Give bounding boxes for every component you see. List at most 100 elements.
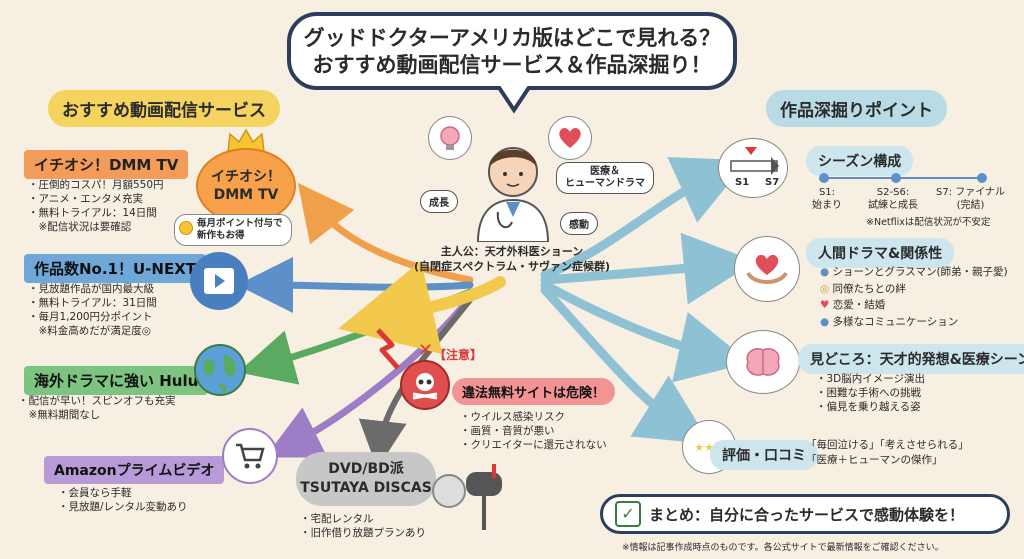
amazon-bullet: ・会員なら手軽 xyxy=(58,487,132,499)
dvd-bullet: ・宅配レンタル xyxy=(300,513,374,525)
dvd-bullets: ・宅配レンタル ・旧作借り放題プランあり xyxy=(300,512,426,540)
group-icon: ● xyxy=(820,315,830,328)
review-quotes: 「毎回泣ける」「考えさせられる」 「医療＋ヒューマンの傑作」 xyxy=(806,438,969,468)
dmm-bullets: ・圧倒的コスパ！月額550円 ・アニメ・エンタメ充実 ・無料トライアル：14日間… xyxy=(28,178,164,234)
globe-icon xyxy=(194,344,246,396)
drama-item-text: 恋愛・結婚 xyxy=(832,299,886,311)
center-caption-line-1: 主人公：天才外科医ショーン xyxy=(440,245,584,258)
dmm-badge-line-2: DMM TV xyxy=(213,187,279,203)
season-s7-line-1: S7: ファイナル xyxy=(936,187,1006,198)
person-icon: ● xyxy=(820,266,830,278)
hands-heart-icon xyxy=(734,236,800,302)
season-heading: シーズン構成 xyxy=(806,146,914,176)
tag-medical-line-1: 医療＆ xyxy=(590,166,620,177)
unext-bullet: ・無料トライアル：31日間 xyxy=(28,297,157,309)
dmm-bullet: ・無料トライアル：14日間 xyxy=(28,207,157,219)
center-caption: 主人公：天才外科医ショーン (自閉症スペクトラム・サヴァン症候群) xyxy=(400,244,624,274)
warning-bolt xyxy=(376,328,400,370)
highlight-bullet: ・3D脳内イメージ演出 xyxy=(816,373,926,385)
dmm-note-line-2: 新作もお得 xyxy=(197,230,245,241)
title-line-1: グッドドクターアメリカ版はどこで見れる？ xyxy=(303,26,721,50)
summary-text: まとめ：自分に合ったサービスで感動体験を！ xyxy=(649,505,965,524)
review-quote-line-2: 「医療＋ヒューマンの傑作」 xyxy=(806,454,943,466)
center-caption-line-2: (自閉症スペクトラム・サヴァン症候群) xyxy=(414,260,610,273)
right-section-heading: 作品深掘りポイント xyxy=(766,90,947,127)
dvd-card-line-2: TSUTAYA DISCAS xyxy=(300,480,432,496)
tag-emotion: 感動 xyxy=(560,212,598,235)
drama-item: ◎ 同僚たちとの絆 xyxy=(820,281,1008,298)
heart-small-icon: ♥ xyxy=(820,299,830,311)
coin-icon xyxy=(179,221,193,235)
title-bubble: グッドドクターアメリカ版はどこで見れる？ おすすめ動画配信サービス＆作品深掘り！ xyxy=(287,12,737,90)
drama-item-text: 多様なコミュニケーション xyxy=(832,315,959,328)
season-s7: S7: ファイナル (完結) xyxy=(936,186,1005,212)
title-line-2: おすすめ動画配信サービス＆作品深掘り！ xyxy=(312,53,712,77)
cart-icon xyxy=(222,428,278,484)
drama-item-text: 同僚たちとの絆 xyxy=(832,282,906,295)
dmm-badge-line-1: イチオシ！ xyxy=(211,169,281,185)
warning-bullet: ・クリエイターに還元されない xyxy=(460,439,607,451)
drama-item: ● 多様なコミュニケーション xyxy=(820,314,1008,331)
mailbox-icon xyxy=(466,464,502,530)
tag-medical-drama: 医療＆ ヒューマンドラマ xyxy=(556,162,654,194)
arrow-to-unext xyxy=(237,257,474,314)
amazon-bullet: ・見放題/レンタル変動あり xyxy=(58,501,188,513)
arrow-to-review xyxy=(540,285,711,445)
drama-heading: 人間ドラマ&関係性 xyxy=(806,238,955,268)
left-section-heading: おすすめ動画配信サービス xyxy=(48,90,280,127)
season-s7-line-2: (完結) xyxy=(956,200,985,211)
dvd-card: DVD/BD派 TSUTAYA DISCAS xyxy=(296,452,436,506)
hulu-bullets: ・配信が早い！スピンオフも充実 ※無料期間なし xyxy=(18,394,176,422)
dmm-note: 毎月ポイント付与で 新作もお得 xyxy=(174,214,292,246)
tag-growth: 成長 xyxy=(420,190,458,213)
warning-bullets: ・ウイルス感染リスク ・画質・音質が悪い ・クリエイターに還元されない xyxy=(460,410,607,452)
drama-item: ● ショーンとグラスマン(師弟・親子愛) xyxy=(820,264,1008,281)
season-s2-line-1: S2-S6: xyxy=(876,187,910,198)
timeline-icon: S1 S7 xyxy=(718,138,788,198)
review-quote-line-1: 「毎回泣ける」「考えさせられる」 xyxy=(806,439,969,451)
unext-bullet: ※料金高めだが満足度◎ xyxy=(28,325,151,337)
film-play-icon xyxy=(190,252,248,310)
highlight-bullets: ・3D脳内イメージ演出 ・困難な手術への挑戦 ・偏見を乗り越える姿 xyxy=(816,372,925,414)
link-icon: ◎ xyxy=(820,282,830,295)
arrow-yellow-main xyxy=(338,260,506,355)
warning-label: 【注意】 xyxy=(434,348,483,362)
hulu-bullet: ・配信が早い！スピンオフも充実 xyxy=(18,395,176,407)
season-s1-line-1: S1: xyxy=(818,187,836,198)
dmm-bullet: ・アニメ・エンタメ充実 xyxy=(28,193,143,205)
arrow-to-drama xyxy=(540,232,756,305)
title-bubble-tail xyxy=(496,86,532,114)
timeline-s7: S7 xyxy=(765,177,780,188)
dvd-card-line-1: DVD/BD派 xyxy=(328,461,404,477)
hulu-bullet: ※無料期間なし xyxy=(18,409,101,421)
drama-item-text: ショーンとグラスマン(師弟・親子愛) xyxy=(832,266,1008,278)
timeline-s1: S1 xyxy=(735,177,750,188)
season-s1: S1: 始まり xyxy=(812,186,842,212)
season-note: ※Netflixは配信状況が不安定 xyxy=(866,217,991,228)
arrow-to-season xyxy=(540,157,748,280)
unext-bullet: ・見放題作品が国内最大級 xyxy=(28,283,154,295)
dmm-note-line-1: 毎月ポイント付与で xyxy=(197,218,283,229)
skull-icon xyxy=(400,360,450,410)
checkbox-icon: ✓ xyxy=(615,501,641,527)
warning-card: 違法無料サイトは危険！ xyxy=(452,378,616,405)
dmm-badge: イチオシ！ DMM TV xyxy=(196,148,296,224)
unext-bullet: ・毎月1,200円分ポイント xyxy=(28,311,153,323)
amazon-card: Amazonプライムビデオ xyxy=(44,456,225,484)
amazon-bullets: ・会員なら手軽 ・見放題/レンタル変動あり xyxy=(58,486,188,514)
warning-bullet: ・画質・音質が悪い xyxy=(460,425,555,437)
dvd-bullet: ・旧作借り放題プランあり xyxy=(300,527,426,539)
brain-bulb-icon xyxy=(428,116,472,160)
review-heading: 評価・口コミ xyxy=(710,440,818,470)
dmm-bullet: ・圧倒的コスパ！月額550円 xyxy=(28,179,164,191)
unext-card: 作品数No.1！U-NEXT xyxy=(24,254,206,283)
highlight-bullet: ・偏見を乗り越える姿 xyxy=(816,401,921,413)
highlight-bullet: ・困難な手術への挑戦 xyxy=(816,387,921,399)
heart-icon xyxy=(548,116,592,160)
arrow-to-dmm xyxy=(297,182,474,284)
disc-icon xyxy=(432,474,466,508)
crown-icon xyxy=(227,128,265,153)
season-s1-line-2: 始まり xyxy=(812,200,842,211)
summary-box: ✓ まとめ：自分に合ったサービスで感動体験を！ xyxy=(600,494,1010,534)
arrow-to-highlight xyxy=(540,280,751,383)
